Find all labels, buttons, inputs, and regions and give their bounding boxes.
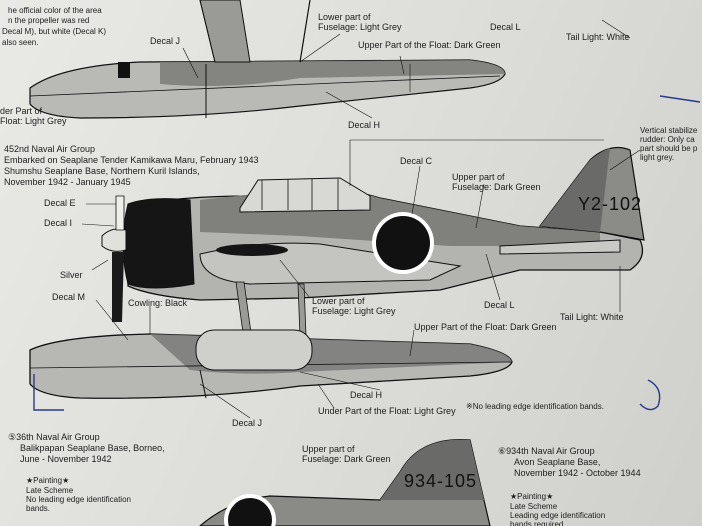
top-note-line2: n the propeller was red: [8, 16, 90, 25]
bottom-right-unit: ⑥934th Naval Air Group: [498, 446, 595, 456]
top-note-line4: also seen.: [2, 38, 39, 47]
top-note-line3: Decal M), but white (Decal K): [2, 27, 107, 36]
bottom-right-dates: November 1942 - October 1944: [514, 468, 641, 478]
bottom-aircraft: [199, 439, 491, 526]
top-tail-light: Tail Light: White: [566, 32, 630, 42]
middle-decal-l: Decal L: [484, 300, 515, 310]
middle-upper-fuselage: Upper part of Fuselage: Dark Green: [452, 172, 541, 192]
middle-decal-h: Decal H: [350, 390, 383, 400]
main-aircraft: [29, 147, 645, 399]
bottom-left-dates: June - November 1942: [20, 454, 112, 464]
middle-dates: November 1942 - January 1945: [4, 177, 131, 187]
middle-cowling: Cowling: Black: [128, 298, 188, 308]
bottom-left-painting: ★Painting★: [26, 476, 70, 485]
bottom-right-base: Avon Seaplane Base,: [514, 457, 601, 467]
bottom-left-note: No leading edge identification bands.: [26, 495, 131, 513]
middle-no-bands: ※No leading edge identification bands.: [466, 402, 604, 411]
leader-lines: [81, 19, 641, 419]
top-under-float: der Part of Float: Light Grey: [0, 106, 67, 126]
middle-embarked: Embarked on Seaplane Tender Kamikawa Mar…: [4, 155, 259, 165]
middle-decal-c: Decal C: [400, 156, 433, 166]
top-note-line1: he official color of the area: [8, 6, 102, 15]
middle-decal-e: Decal E: [44, 198, 76, 208]
bottom-right-note: Leading edge identification bands requir…: [510, 511, 606, 526]
middle-decal-j: Decal J: [232, 418, 263, 428]
bottom-left-base: Balikpapan Seaplane Base, Borneo,: [20, 443, 165, 453]
top-upper-float: Upper Part of the Float: Dark Green: [358, 40, 501, 50]
top-float: [29, 0, 506, 119]
middle-upper-float: Upper Part of the Float: Dark Green: [414, 322, 557, 332]
top-decal-j: Decal J: [150, 36, 181, 46]
top-lower-fuselage: Lower part of Fuselage: Light Grey: [318, 12, 402, 32]
bottom-right-scheme: Late Scheme: [510, 502, 558, 511]
top-decal-l: Decal L: [490, 22, 521, 32]
middle-decal-i: Decal I: [44, 218, 73, 228]
middle-lower-fuselage: Lower part of Fuselage: Light Grey: [312, 296, 396, 316]
top-decal-h: Decal H: [348, 120, 381, 130]
middle-vertical-note: Vertical stabilize rudder: Only ca part …: [640, 126, 698, 162]
middle-unit: 452nd Naval Air Group: [4, 144, 96, 154]
bottom-left-scheme: Late Scheme: [26, 486, 74, 495]
middle-under-float: Under Part of the Float: Light Grey: [318, 406, 456, 416]
middle-base: Shumshu Seaplane Base, Northern Kuril Is…: [4, 166, 200, 176]
middle-decal-m: Decal M: [52, 292, 86, 302]
bottom-upper-fuselage: Upper part of Fuselage: Dark Green: [302, 444, 391, 464]
bottom-left-unit: ⑤36th Naval Air Group: [8, 432, 100, 442]
bottom-right-painting: ★Painting★: [510, 492, 554, 501]
tail-code-bottom: 934-105: [404, 471, 477, 491]
pen-marks: [33, 95, 701, 411]
middle-tail-light: Tail Light: White: [560, 312, 624, 322]
middle-silver: Silver: [60, 270, 83, 280]
tail-code-main: Y2-102: [578, 194, 642, 214]
